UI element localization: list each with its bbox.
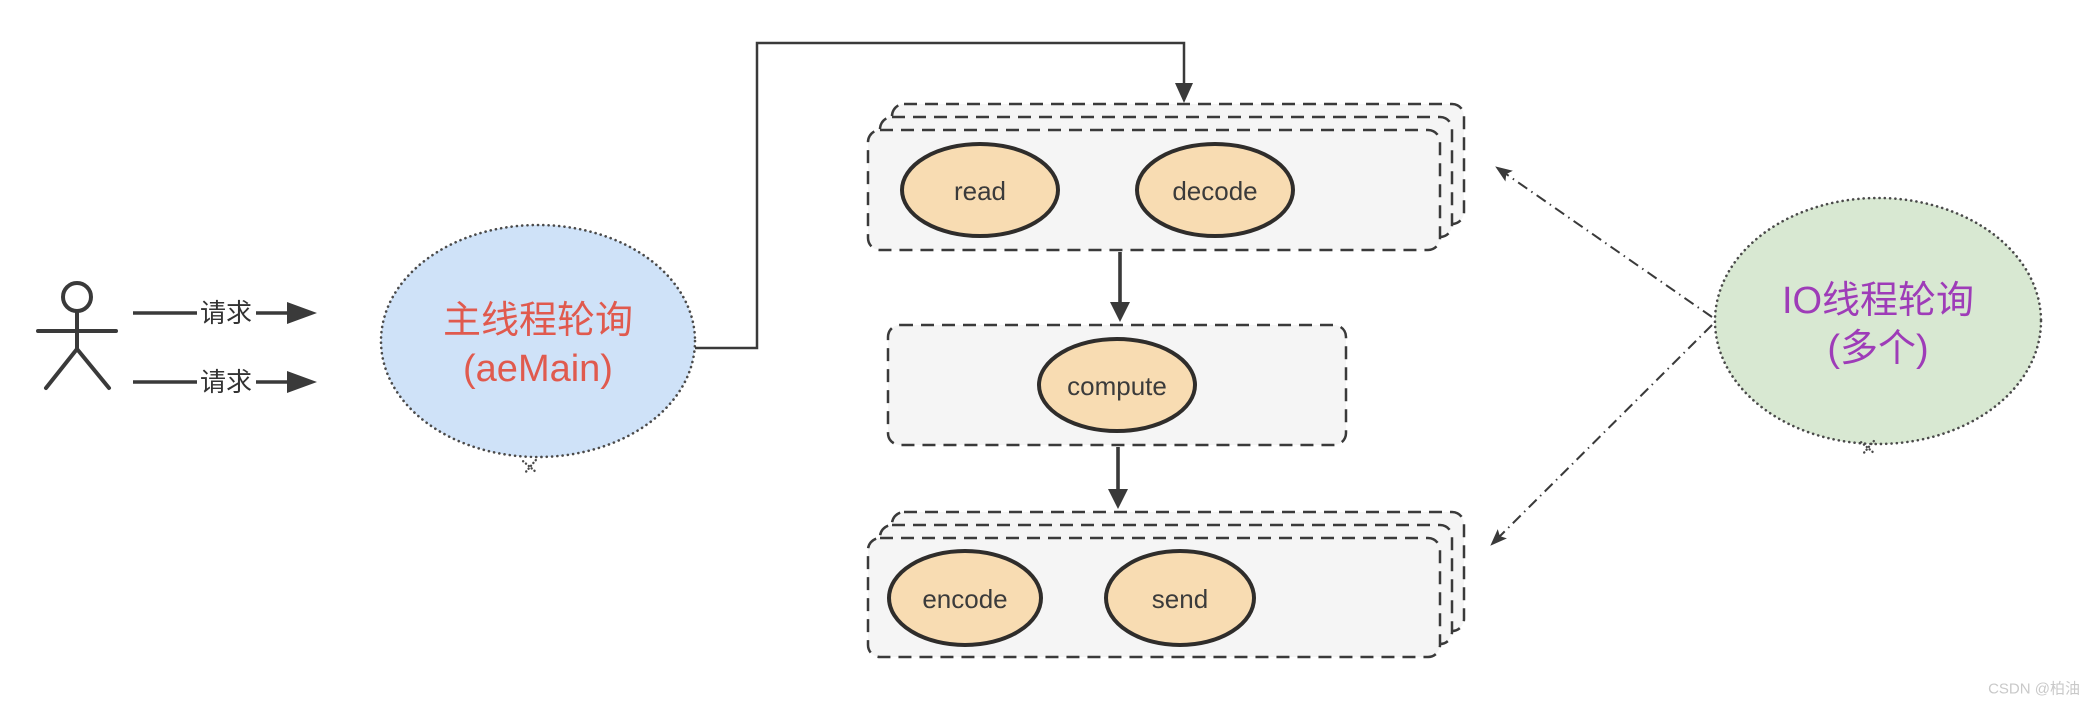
actor-leg-left: [44, 347, 79, 390]
request-arrow-1: 请求: [133, 298, 317, 328]
request-arrow-2: 请求: [133, 367, 317, 397]
compute-stage-box: compute: [886, 323, 1348, 447]
arrow-top-to-compute-head: [1110, 302, 1130, 322]
task-node-read: read: [900, 142, 1060, 238]
arrow-top-to-compute: [1110, 252, 1130, 322]
task-node-send: send: [1104, 549, 1256, 647]
callout-tail-mark: [1859, 439, 1877, 457]
task-send-label: send: [1152, 584, 1208, 614]
task-decode-ellipse: [1135, 142, 1295, 238]
task-node-decode: decode: [1135, 142, 1295, 238]
io-thread-node: IO线程轮询 (多个): [1713, 196, 2043, 457]
watermark: CSDN @柏油: [1988, 681, 2080, 698]
task-encode-ellipse: [887, 549, 1043, 647]
request-arrow-1-label: 请求: [200, 298, 252, 328]
task-compute-label: compute: [1067, 371, 1167, 401]
task-compute-ellipse: [1037, 337, 1197, 433]
task-node-compute: compute: [1037, 337, 1197, 433]
io-thread-label-line1: IO线程轮询: [1782, 280, 1974, 322]
connector-main-to-top-stage-path: [695, 41, 1186, 350]
arrow-compute-to-bottom-head: [1108, 489, 1128, 509]
io-thread-label-line2: (多个): [1827, 328, 1928, 370]
arrow-compute-to-bottom: [1108, 447, 1128, 509]
task-send-ellipse: [1104, 549, 1256, 647]
client-actor-icon: [36, 281, 118, 390]
io-stage-top-stack: read decode: [866, 102, 1466, 252]
request-arrow-1-head: [287, 302, 317, 324]
task-decode-label: decode: [1172, 176, 1257, 206]
io-stage-bottom-stack: encode send: [866, 510, 1466, 659]
task-encode-label: encode: [922, 584, 1007, 614]
connector-main-to-top-stage-head: [1175, 83, 1193, 103]
actor-head: [61, 281, 93, 313]
arrow-io-to-bottom-stack: [1490, 324, 1713, 546]
main-thread-label-line2: (aeMain): [463, 348, 613, 390]
request-arrow-2-label: 请求: [200, 367, 252, 397]
request-arrow-2-head: [287, 371, 317, 393]
task-read-ellipse: [900, 142, 1060, 238]
callout-tail-mark: [521, 458, 539, 476]
main-thread-node: 主线程轮询 (aeMain): [379, 223, 697, 476]
main-thread-ellipse: [379, 223, 697, 459]
actor-leg-right: [75, 347, 111, 390]
arrow-io-to-top-stack: [1495, 166, 1713, 318]
connector-main-to-top-stage: [695, 41, 1193, 350]
task-read-label: read: [954, 176, 1006, 206]
task-node-encode: encode: [887, 549, 1043, 647]
main-thread-label-line1: 主线程轮询: [443, 300, 633, 342]
io-thread-ellipse: [1713, 196, 2043, 446]
